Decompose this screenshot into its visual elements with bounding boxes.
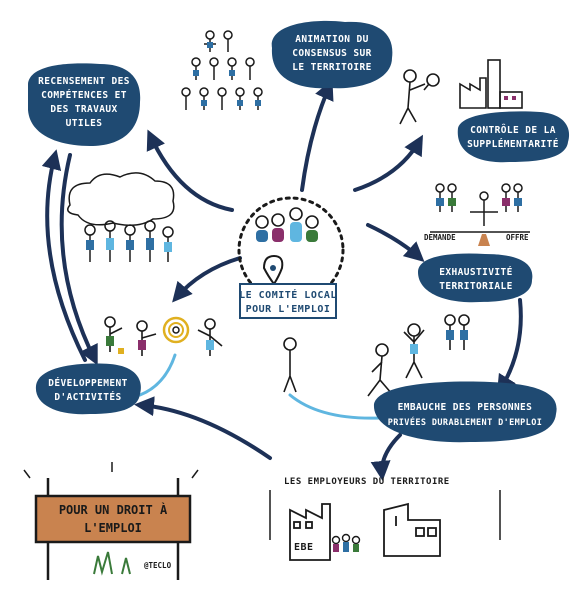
center-comite: LE COMITÉ LOCAL POUR L'EMPLOI (237, 196, 345, 319)
grass-illustration (93, 551, 131, 576)
arrow-embauche-to-employeurs (370, 433, 402, 481)
node-recensement-line3: DES TRAVAUX (50, 104, 117, 115)
spiral-icon (162, 316, 190, 344)
droit-emploi-sign: POUR UN DROIT À L'EMPLOI @TECLO (23, 462, 199, 580)
node-animation-line2: CONSENSUS SUR (292, 48, 372, 59)
balance-label-offre: OFFRE (506, 233, 529, 242)
balance-illustration: DEMANDE OFFRE (424, 183, 530, 246)
node-exhaustivite-line1: EXHAUSTIVITÉ (439, 266, 512, 278)
employers-heading: LES EMPLOYEURS DU TERRITOIRE (284, 477, 450, 487)
ebe-label: EBE (294, 542, 314, 553)
flow-arrows (41, 79, 523, 481)
node-exhaustivite: EXHAUSTIVITÉ TERRITORIALE (418, 253, 533, 303)
inspector-illustration (399, 69, 440, 125)
job-seekers-illustration (283, 314, 470, 397)
node-controle-line2: SUPPLÉMENTARITÉ (467, 138, 559, 150)
node-developpement-line1: DÉVELOPPEMENT (48, 377, 128, 389)
arrow-employeurs-to-developpement (134, 396, 272, 460)
node-developpement: DÉVELOPPEMENT D'ACTIVITÉS (35, 363, 141, 415)
balance-label-demande: DEMANDE (424, 233, 456, 242)
employers-section: LES EMPLOYEURS DU TERRITOIRE EBE (269, 477, 501, 561)
arrow-exhaustivite-to-embauche (496, 298, 523, 396)
arrow-to-animation (300, 79, 334, 192)
node-recensement-line1: RECENSEMENT DES (38, 76, 130, 87)
arrow-to-controle (353, 134, 423, 192)
building-icon (383, 502, 441, 557)
arrow-developpement-to-recensement (41, 149, 87, 362)
activity-illustration (104, 316, 223, 356)
node-embauche-line1: EMBAUCHE DES PERSONNES (398, 402, 533, 413)
node-developpement-line2: D'ACTIVITÉS (54, 391, 121, 403)
sign-line2: L'EMPLOI (84, 521, 142, 535)
arrow-to-recensement (146, 129, 234, 212)
node-controle-line1: CONTRÔLE DE LA (470, 124, 556, 136)
node-recensement-line2: COMPÉTENCES ET (41, 89, 127, 101)
node-animation: ANIMATION DU CONSENSUS SUR LE TERRITOIRE (271, 20, 393, 89)
arrow-to-developpement (172, 256, 242, 303)
node-recensement-line4: UTILES (66, 118, 103, 129)
center-title-line2: POUR L'EMPLOI (246, 304, 331, 315)
arrow-to-exhaustivite (366, 223, 425, 263)
factory-icon (459, 59, 523, 109)
node-recensement: RECENSEMENT DES COMPÉTENCES ET DES TRAVA… (28, 63, 141, 146)
ebe-factory-icon (289, 503, 331, 561)
node-exhaustivite-line2: TERRITORIALE (439, 281, 512, 292)
center-title-line1: LE COMITÉ LOCAL (239, 288, 337, 301)
node-animation-line3: LE TERRITOIRE (292, 62, 372, 73)
ebe-people-icon (331, 533, 361, 552)
arrow-recensement-to-developpement (59, 153, 98, 366)
committee-people-illustration (255, 207, 319, 242)
discussion-group-illustration (67, 172, 175, 262)
people-pyramid-illustration (181, 30, 263, 110)
node-controle: CONTRÔLE DE LA SUPPLÉMENTARITÉ (457, 111, 570, 163)
accent-curves (138, 353, 382, 420)
node-embauche-line2: PRIVÉES DURABLEMENT D'EMPLOI (388, 416, 543, 428)
node-embauche: EMBAUCHE DES PERSONNES PRIVÉES DURABLEME… (373, 381, 557, 443)
location-pin-icon (262, 254, 284, 286)
credit-label: @TECLO (144, 561, 172, 570)
sign-line1: POUR UN DROIT À (59, 502, 168, 517)
node-animation-line1: ANIMATION DU (295, 34, 368, 45)
